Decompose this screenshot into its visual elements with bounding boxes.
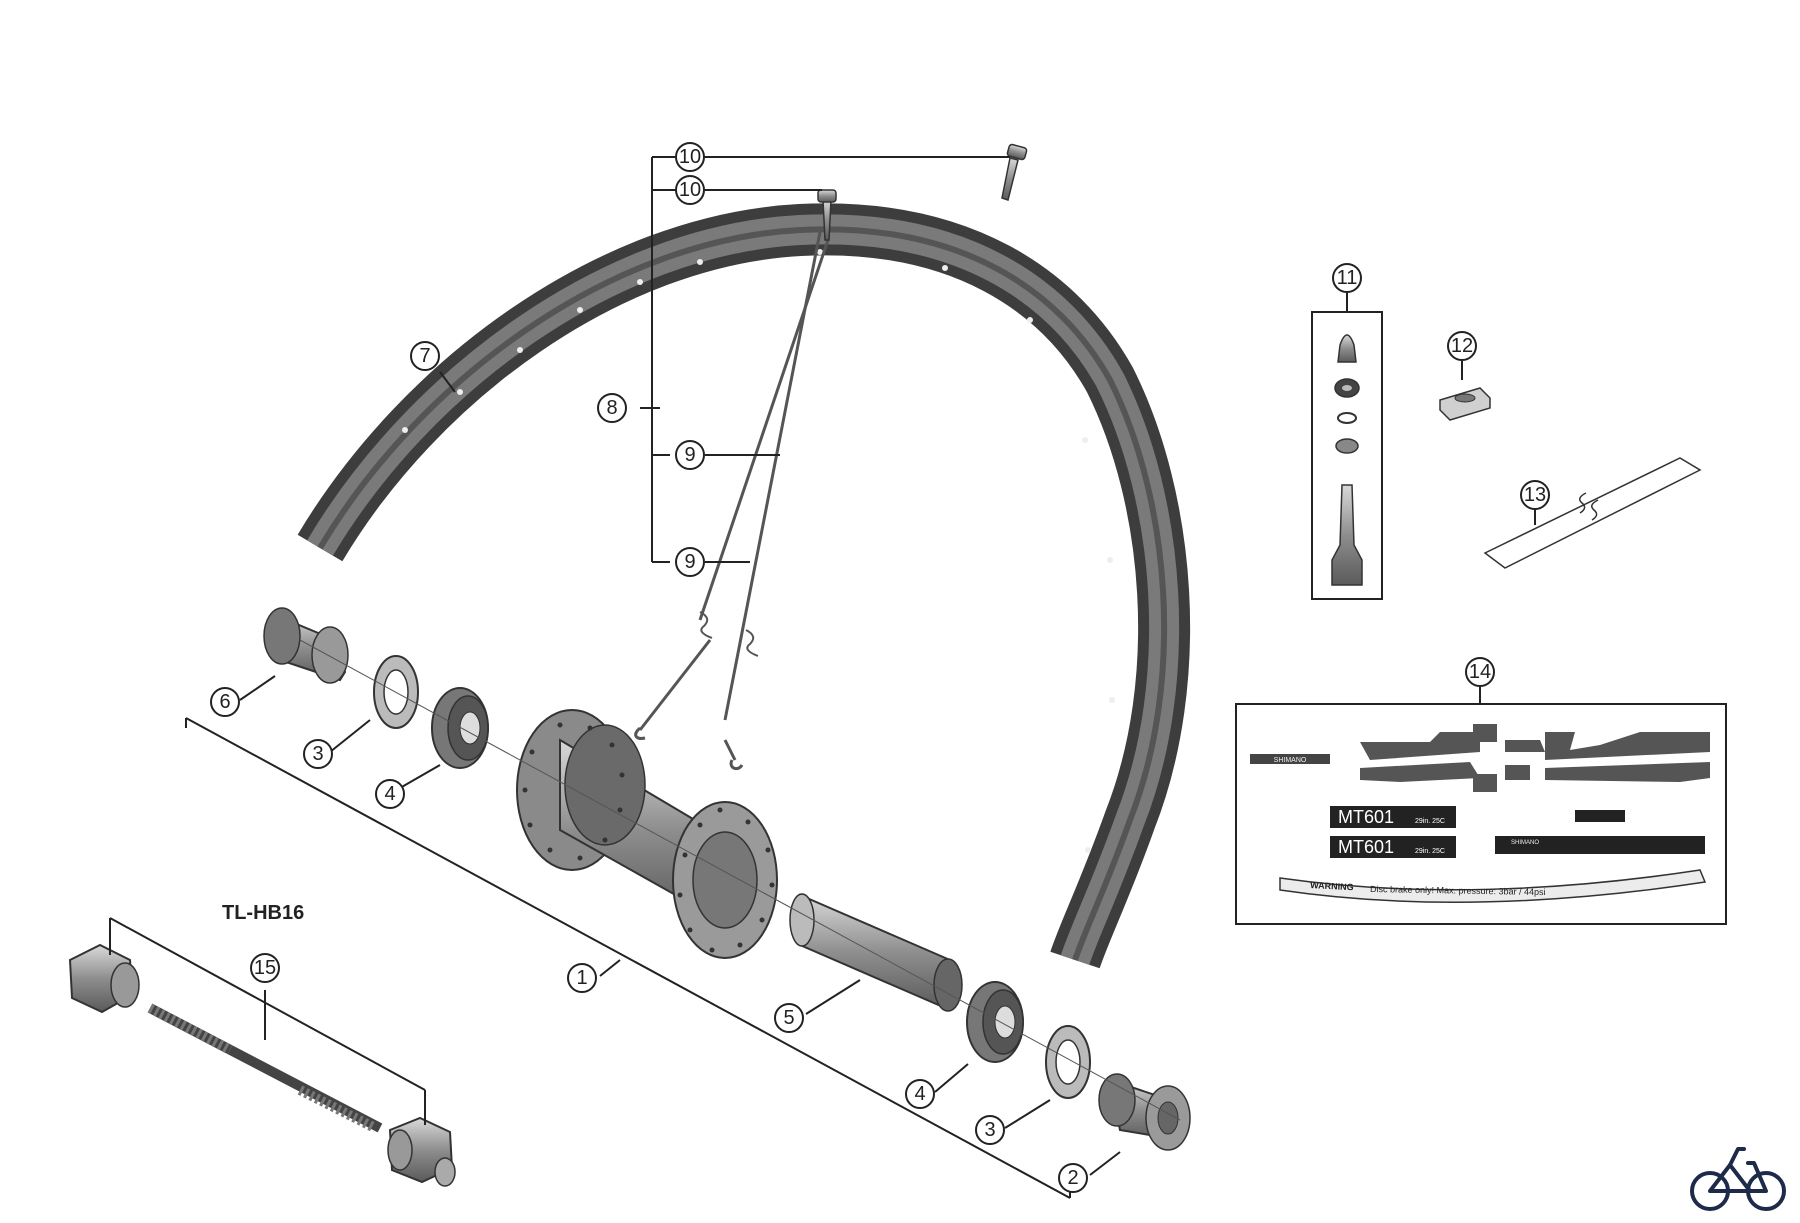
hub-body <box>516 709 778 959</box>
svg-text:3: 3 <box>312 743 323 765</box>
bicycle-icon <box>1690 1147 1786 1211</box>
svg-text:8: 8 <box>606 397 617 419</box>
spoke-nipples <box>817 143 1028 241</box>
callout-1: 1 <box>567 963 597 993</box>
svg-text:5: 5 <box>783 1007 794 1029</box>
svg-text:12: 12 <box>1451 335 1473 357</box>
callout-5: 5 <box>774 1003 804 1033</box>
svg-text:14: 14 <box>1469 661 1491 683</box>
decal-warning-text: Disc brake only! Max. pressure: 3bar / 4… <box>1370 884 1546 897</box>
tool-tl-hb16 <box>68 943 456 1187</box>
svg-text:4: 4 <box>384 783 395 805</box>
callout-3-right: 3 <box>975 1115 1005 1145</box>
callout-4-right: 4 <box>905 1079 935 1109</box>
decal-warning: WARNING <box>1310 880 1354 892</box>
rim-tape <box>1483 457 1702 569</box>
washer-right <box>1045 1025 1091 1099</box>
svg-text:13: 13 <box>1524 484 1546 506</box>
decal-model-1: MT601 <box>1338 807 1394 827</box>
decal-brand-small: SHIMANO <box>1274 757 1307 764</box>
end-cap-left <box>263 607 349 684</box>
svg-text:3: 3 <box>984 1119 995 1141</box>
svg-text:9: 9 <box>684 444 695 466</box>
svg-text:7: 7 <box>419 345 430 367</box>
callout-9-upper: 9 <box>675 440 705 470</box>
spokes <box>634 231 830 771</box>
svg-text:6: 6 <box>219 691 230 713</box>
axis-line <box>299 639 1181 1121</box>
svg-text:9: 9 <box>684 551 695 573</box>
decal-model-2: MT601 <box>1338 837 1394 857</box>
callout-9-lower: 9 <box>675 547 705 577</box>
callout-6: 6 <box>210 687 240 717</box>
axle-sleeve <box>789 893 963 1012</box>
decal-brand-small-2: SHIMANO <box>1511 840 1539 846</box>
callout-12: 12 <box>1447 331 1477 361</box>
callout-14: 14 <box>1465 657 1495 687</box>
callout-10-upper: 10 <box>675 142 705 172</box>
tubeless-valve-kit <box>1311 311 1383 600</box>
svg-text:10: 10 <box>679 146 701 168</box>
callout-8: 8 <box>597 393 627 423</box>
tool-label: TL-HB16 <box>222 902 304 924</box>
callout-3-left: 3 <box>303 739 333 769</box>
svg-text:1: 1 <box>576 967 587 989</box>
svg-text:2: 2 <box>1067 1167 1078 1189</box>
decal-sheet: SHIMANO MT601 29in. 25C MT601 29in. 25C … <box>1235 703 1727 925</box>
svg-text:11: 11 <box>1337 267 1358 289</box>
callout-15: 15 <box>250 953 280 983</box>
callout-4-left: 4 <box>375 779 405 809</box>
callout-7: 7 <box>410 341 440 371</box>
svg-text:10: 10 <box>679 179 701 201</box>
valve-nut <box>1439 387 1491 421</box>
svg-text:4: 4 <box>914 1083 925 1105</box>
callout-2: 2 <box>1058 1163 1088 1193</box>
callout-11: 11 <box>1332 263 1362 293</box>
bearing-right <box>966 981 1024 1063</box>
callout-10-lower: 10 <box>675 175 705 205</box>
rim <box>297 203 1191 969</box>
end-cap-right <box>1098 1073 1191 1151</box>
decal-size-2: 29in. 25C <box>1415 848 1445 855</box>
svg-text:15: 15 <box>254 957 276 979</box>
callout-13: 13 <box>1520 480 1550 510</box>
bearing-left <box>431 687 489 769</box>
decal-size-1: 29in. 25C <box>1415 818 1445 825</box>
